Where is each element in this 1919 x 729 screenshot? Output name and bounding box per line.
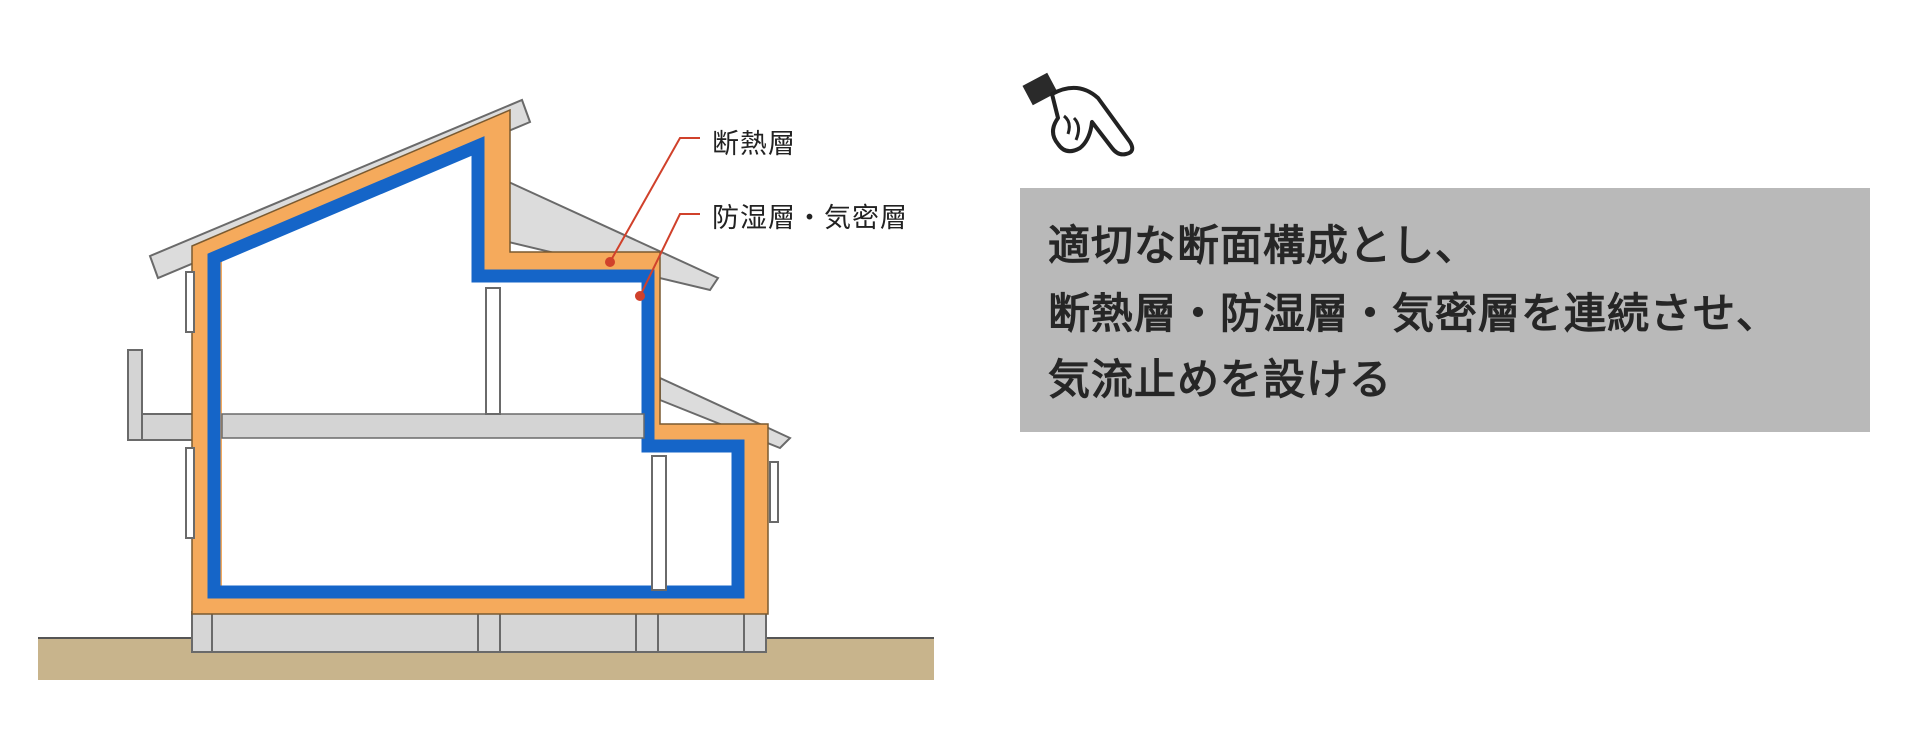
insulation-label: 断熱層: [712, 129, 796, 160]
vapor-air-label: 防湿層・気密層: [712, 203, 908, 234]
windows: [185, 271, 779, 591]
insulation-marker: [605, 257, 615, 267]
pointing-hand-icon: [1022, 72, 1135, 157]
message-line-3: 気流止めを設ける: [1048, 355, 1393, 404]
interior-space: [222, 150, 740, 590]
message-line-2: 断熱層・防湿層・気密層を連続させ、: [1048, 289, 1780, 338]
message-box: 適切な断面構成とし、 断熱層・防湿層・気密層を連続させ、 気流止めを設ける: [1020, 188, 1870, 432]
vapor-air-marker: [635, 291, 645, 301]
leader-lines: [609, 137, 700, 297]
message-line-1: 適切な断面構成とし、: [1048, 221, 1479, 270]
vapor-air-layer: [207, 136, 745, 599]
foundation: [191, 611, 767, 653]
interior-floor: [221, 413, 645, 439]
